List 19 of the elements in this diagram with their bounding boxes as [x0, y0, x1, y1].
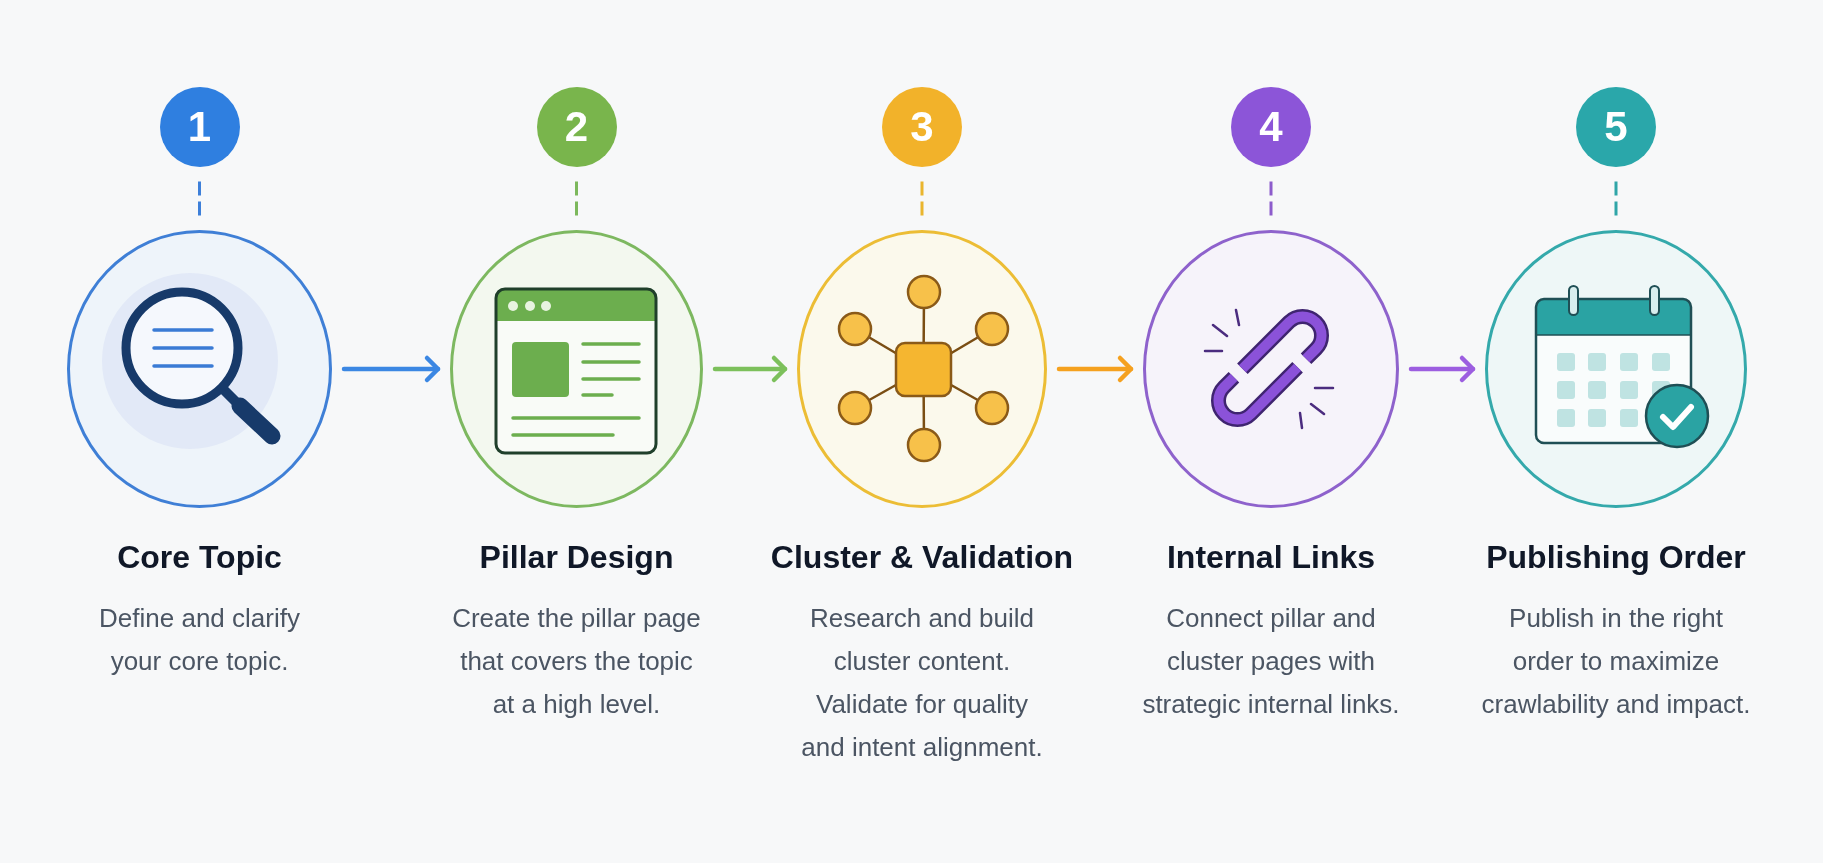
- arrow: [1408, 355, 1476, 383]
- step-description: Publish in the right order to maximize crawlability and impact.: [1480, 601, 1752, 721]
- step-title: Publishing Order: [1486, 538, 1746, 576]
- step-description: Research and build cluster content. Validate for quality and intent alignment.: [800, 601, 1044, 764]
- number-badge: 4: [1231, 87, 1311, 167]
- number-badge: 3: [882, 87, 962, 167]
- number-badge: 1: [159, 87, 240, 167]
- step-title: Pillar Design: [479, 538, 674, 576]
- number-badge: 2: [536, 87, 617, 167]
- step-title: Cluster & Validation: [770, 538, 1074, 576]
- number-badge: 5: [1576, 87, 1656, 167]
- step-description: Connect pillar and cluster pages with strategic internal links.: [1141, 601, 1401, 721]
- step-title: Core Topic: [117, 538, 282, 576]
- step-description: Define and clarify your core topic.: [98, 601, 301, 678]
- arrow: [1056, 355, 1134, 383]
- arrow: [341, 355, 441, 383]
- step-title: Internal Links: [1167, 538, 1375, 576]
- arrow: [712, 355, 788, 383]
- step-description: Create the pillar page that covers the topic at a high level.: [451, 601, 702, 721]
